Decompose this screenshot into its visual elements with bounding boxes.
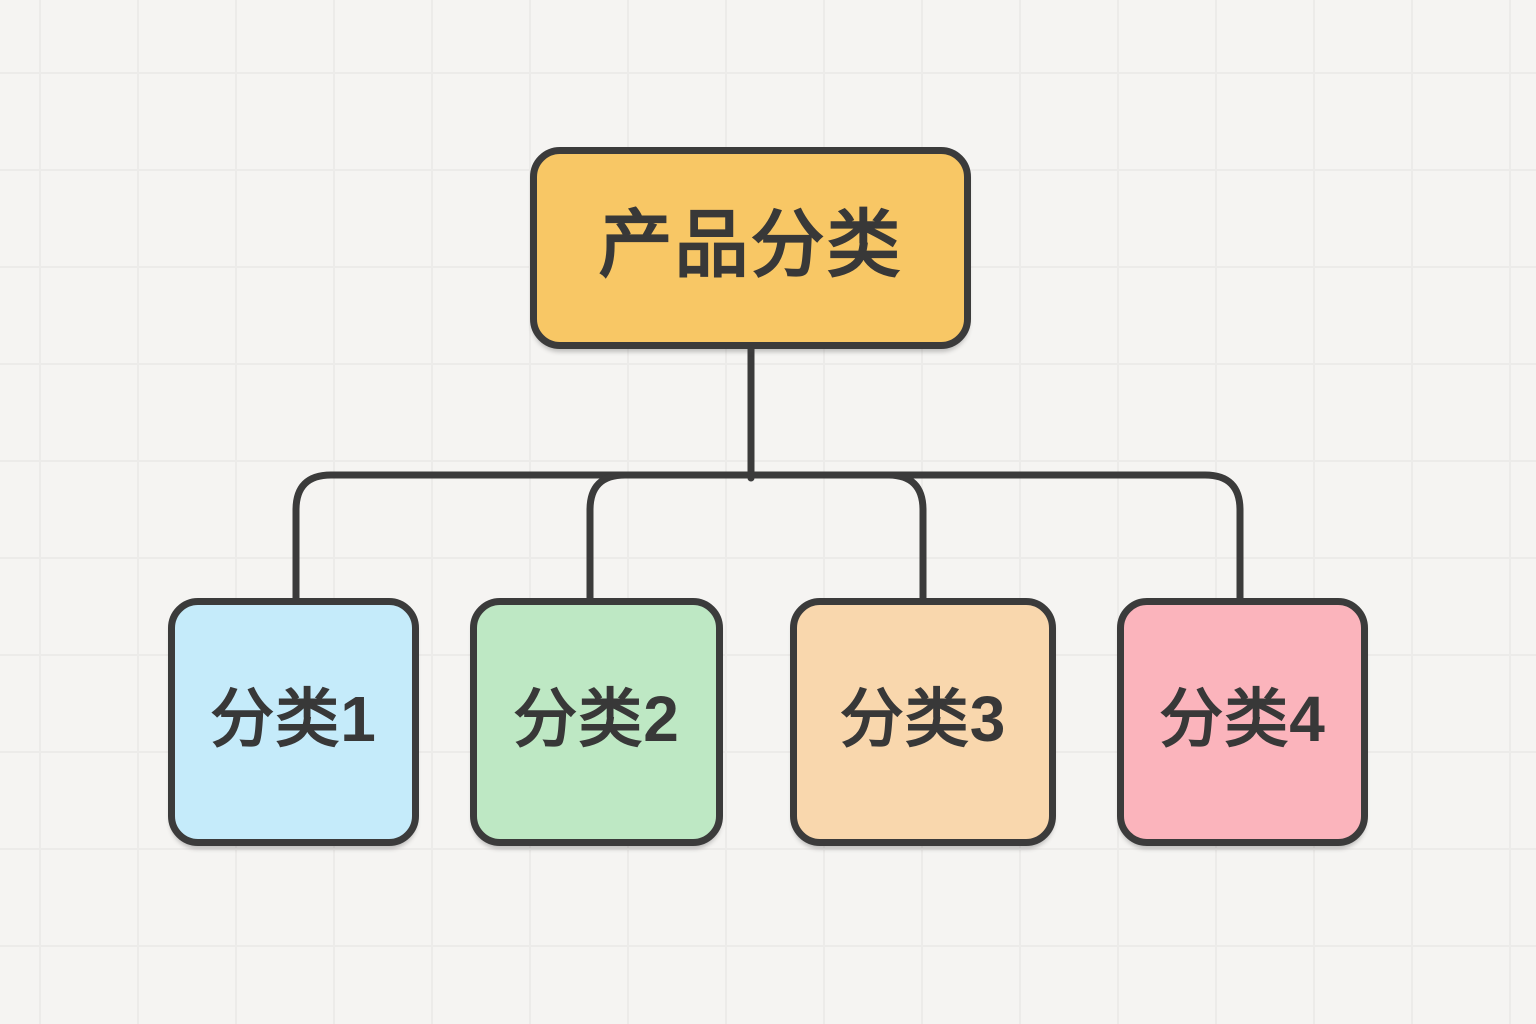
node-label: 分类4 <box>1159 683 1326 755</box>
node-label: 分类1 <box>210 683 377 755</box>
connector-to-child-1 <box>292 471 755 603</box>
connector-to-child-3 <box>747 471 927 603</box>
node-label: 分类3 <box>839 683 1007 755</box>
node-label: 分类2 <box>513 683 680 755</box>
node-category-4[interactable]: 分类4 <box>1117 598 1368 846</box>
node-category-2[interactable]: 分类2 <box>470 598 723 846</box>
node-product-categories[interactable]: 产品分类 <box>530 147 971 349</box>
connector-to-child-2 <box>586 471 755 603</box>
node-category-1[interactable]: 分类1 <box>168 598 419 846</box>
connector-to-child-4 <box>747 471 1244 603</box>
node-label: 产品分类 <box>598 203 903 286</box>
node-category-3[interactable]: 分类3 <box>790 598 1056 846</box>
